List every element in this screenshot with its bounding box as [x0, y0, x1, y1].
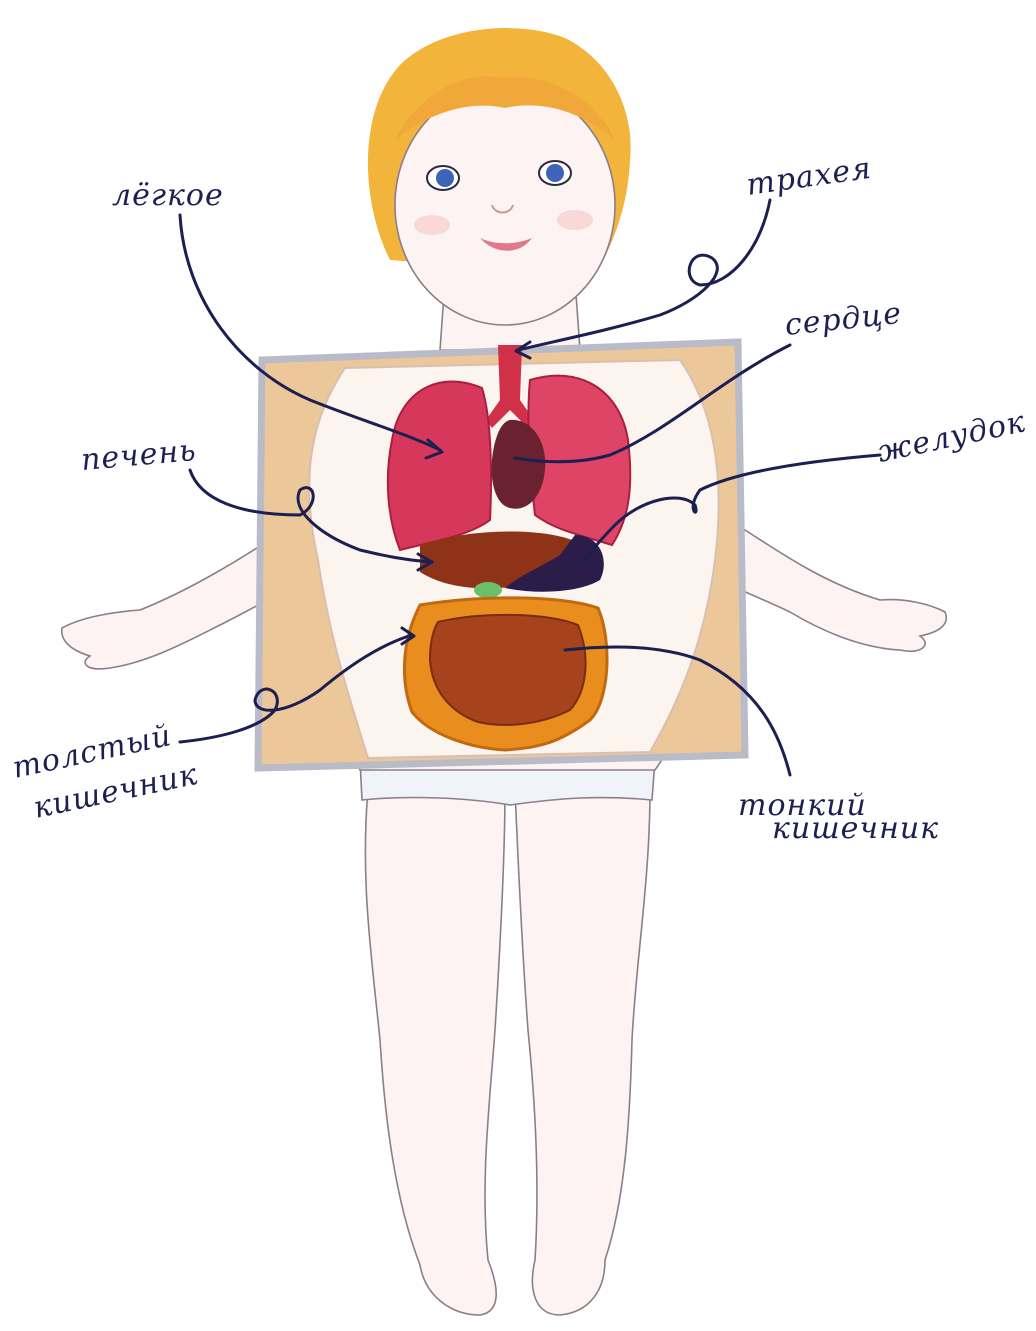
label-lung: лёгкое [112, 178, 224, 213]
label-trachea: трахея [744, 151, 874, 203]
small-intestine [430, 615, 586, 725]
head [368, 28, 631, 325]
left-iris [436, 169, 454, 187]
right-arm [730, 520, 946, 651]
label-liver: печень [80, 433, 198, 478]
left-leg [365, 790, 505, 1315]
right-leg [515, 790, 650, 1315]
face [395, 85, 615, 325]
label-small-intestine-line2: кишечник [772, 811, 939, 846]
label-heart: сердце [783, 296, 903, 343]
left-cheek [414, 215, 450, 235]
right-iris [546, 164, 564, 182]
label-stomach: желудок [874, 404, 1028, 469]
gallbladder [474, 582, 502, 598]
right-cheek [557, 210, 593, 230]
left-lung [388, 381, 491, 550]
